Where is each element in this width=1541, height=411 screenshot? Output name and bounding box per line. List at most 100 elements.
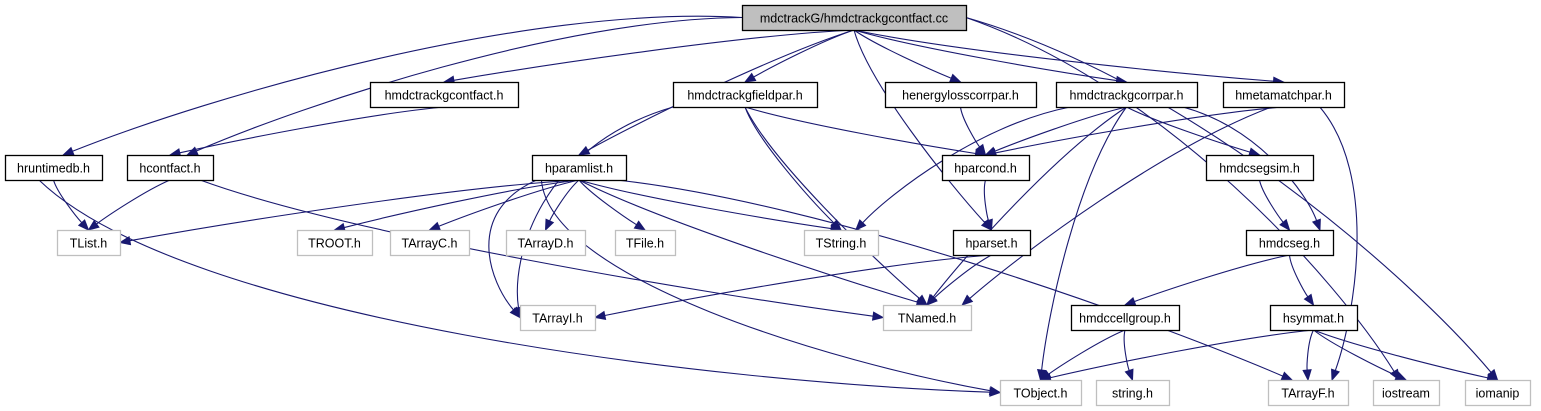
edge-hsymmat-to-iomanip: [1313, 329, 1499, 383]
node-hmdcseg[interactable]: hmdcseg.h: [1245, 229, 1335, 257]
edge-hparamlist-to-TArrayC: [428, 179, 580, 231]
arrowhead-icon: [118, 235, 132, 246]
node-box: [1205, 154, 1315, 182]
arrowhead-icon: [633, 220, 647, 231]
node-hmdctrackgfieldpar[interactable]: hmdctrackgfieldpar.h: [672, 81, 819, 109]
edge-hmdctrackgcontfact-to-hcontfact: [168, 106, 445, 158]
node-hmdccellgroup[interactable]: hmdccellgroup.h: [1070, 304, 1181, 332]
node-box: [1222, 81, 1346, 109]
edge-hmdctrackgcorrpar-to-TNamed: [926, 106, 1127, 307]
edge-line: [744, 106, 976, 155]
node-label: hmdctrackgfieldpar.h: [687, 89, 802, 103]
node-label: mdctrackG/hmdctrackgcontfact.cc: [760, 12, 948, 26]
edge-line: [1048, 329, 1126, 375]
edge-line: [1288, 254, 1309, 298]
arrowhead-icon: [1280, 371, 1294, 381]
edge-line: [994, 106, 1127, 152]
node-label: TArrayF.h: [1281, 387, 1334, 401]
arrowhead-icon: [1303, 293, 1315, 307]
node-label: iostream: [1382, 387, 1430, 401]
edge-hmdccellgroup-to-TObject: [1039, 329, 1126, 381]
node-label: hruntimedb.h: [17, 162, 90, 176]
edge-line: [753, 29, 855, 78]
node-label: hmdccellgroup.h: [1079, 312, 1171, 326]
node-hmetamatchpar[interactable]: hmetamatchpar.h: [1222, 81, 1346, 109]
node-string: string.h: [1095, 379, 1171, 407]
node-box: [126, 154, 215, 182]
node-box: [1464, 379, 1532, 407]
edge-root-to-hparset: [853, 29, 993, 231]
node-box: [531, 154, 628, 182]
edge-line: [604, 254, 992, 317]
edge-line: [344, 179, 580, 229]
node-box: [803, 229, 880, 257]
node-label: hmdctrackgcontfact.h: [385, 89, 504, 103]
node-hparamlist[interactable]: hparamlist.h: [531, 154, 628, 182]
node-box: [941, 154, 1031, 182]
edge-line: [438, 179, 580, 227]
edge-line: [488, 179, 537, 311]
edge-line: [199, 179, 874, 317]
edge-hparamlist-to-TList: [118, 179, 580, 246]
edge-hmetamatchpar-to-TArrayF: [1319, 106, 1358, 382]
edge-line: [1313, 329, 1488, 379]
edge-hparamlist-to-TFile: [578, 179, 647, 231]
edge-hcontfact-to-TNamed: [199, 179, 885, 321]
node-box: [1070, 304, 1181, 332]
node-label: TArrayD.h: [517, 237, 573, 251]
node-hsymmat[interactable]: hsymmat.h: [1269, 304, 1359, 332]
arrowhead-icon: [871, 311, 885, 321]
node-label: TObject.h: [1014, 387, 1068, 401]
node-hruntimedb[interactable]: hruntimedb.h: [4, 154, 104, 182]
node-label: TROOT.h: [308, 237, 361, 251]
edge-hparset-to-TNamed: [926, 254, 992, 306]
edge-line: [129, 179, 580, 242]
arrowhead-icon: [77, 219, 90, 231]
node-henergylosscorrpar[interactable]: henergylosscorrpar.h: [884, 81, 1038, 109]
node-box: [1372, 379, 1441, 407]
node-box: [999, 379, 1083, 407]
edge-hruntimedb-to-TObject: [38, 179, 1002, 397]
node-label: TList.h: [70, 237, 108, 251]
edge-hmdccellgroup-to-string: [1123, 329, 1134, 382]
arrowhead-icon: [743, 72, 757, 83]
node-box: [369, 81, 520, 109]
node-TArrayD: TArrayD.h: [505, 229, 587, 257]
edge-line: [38, 179, 991, 393]
node-hmdcsegsim[interactable]: hmdcsegsim.h: [1205, 154, 1315, 182]
edge-line: [969, 106, 1272, 299]
node-hmdctrackgcorrpar[interactable]: hmdctrackgcorrpar.h: [1055, 81, 1199, 109]
node-box: [296, 229, 374, 257]
arrowhead-icon: [1302, 369, 1312, 382]
node-box: [1055, 81, 1199, 109]
node-label: hmdcsegsim.h: [1219, 162, 1300, 176]
arrowhead-icon: [1124, 368, 1134, 382]
node-hmdctrackgcontfact[interactable]: hmdctrackgcontfact.h: [369, 81, 520, 109]
edge-hmetamatchpar-to-TNamed: [961, 106, 1272, 306]
arrowhead-icon: [61, 146, 75, 156]
edge-line: [965, 16, 1492, 373]
arrowhead-icon: [428, 221, 442, 231]
node-hparset[interactable]: hparset.h: [952, 229, 1032, 257]
node-root[interactable]: mdctrackG/hmdctrackgcontfact.cc: [741, 4, 968, 32]
node-hparcond[interactable]: hparcond.h: [941, 154, 1031, 182]
edge-hparcond-to-hparset: [983, 179, 993, 232]
arrowhead-icon: [87, 219, 100, 231]
node-hcontfact[interactable]: hcontfact.h: [126, 154, 215, 182]
edge-hmdcsegsim-to-hmdcseg: [1258, 179, 1291, 232]
edge-line: [578, 179, 918, 303]
edge-hmdcseg-to-hmdccellgroup: [1123, 254, 1290, 306]
node-box: [1269, 304, 1359, 332]
node-box: [741, 4, 968, 32]
edge-hcontfact-to-TList: [87, 179, 171, 231]
node-box: [884, 81, 1038, 109]
edge-hmdcseg-to-hsymmat: [1288, 254, 1315, 307]
node-label: hmdctrackgcorrpar.h: [1070, 89, 1184, 103]
arrowhead-icon: [1248, 147, 1261, 157]
edge-hsymmat-to-TObject: [1039, 329, 1314, 383]
arrowhead-icon: [1311, 218, 1321, 232]
edge-line: [1123, 329, 1130, 371]
edge-line: [1319, 106, 1358, 371]
arrowhead-icon: [1394, 371, 1408, 381]
